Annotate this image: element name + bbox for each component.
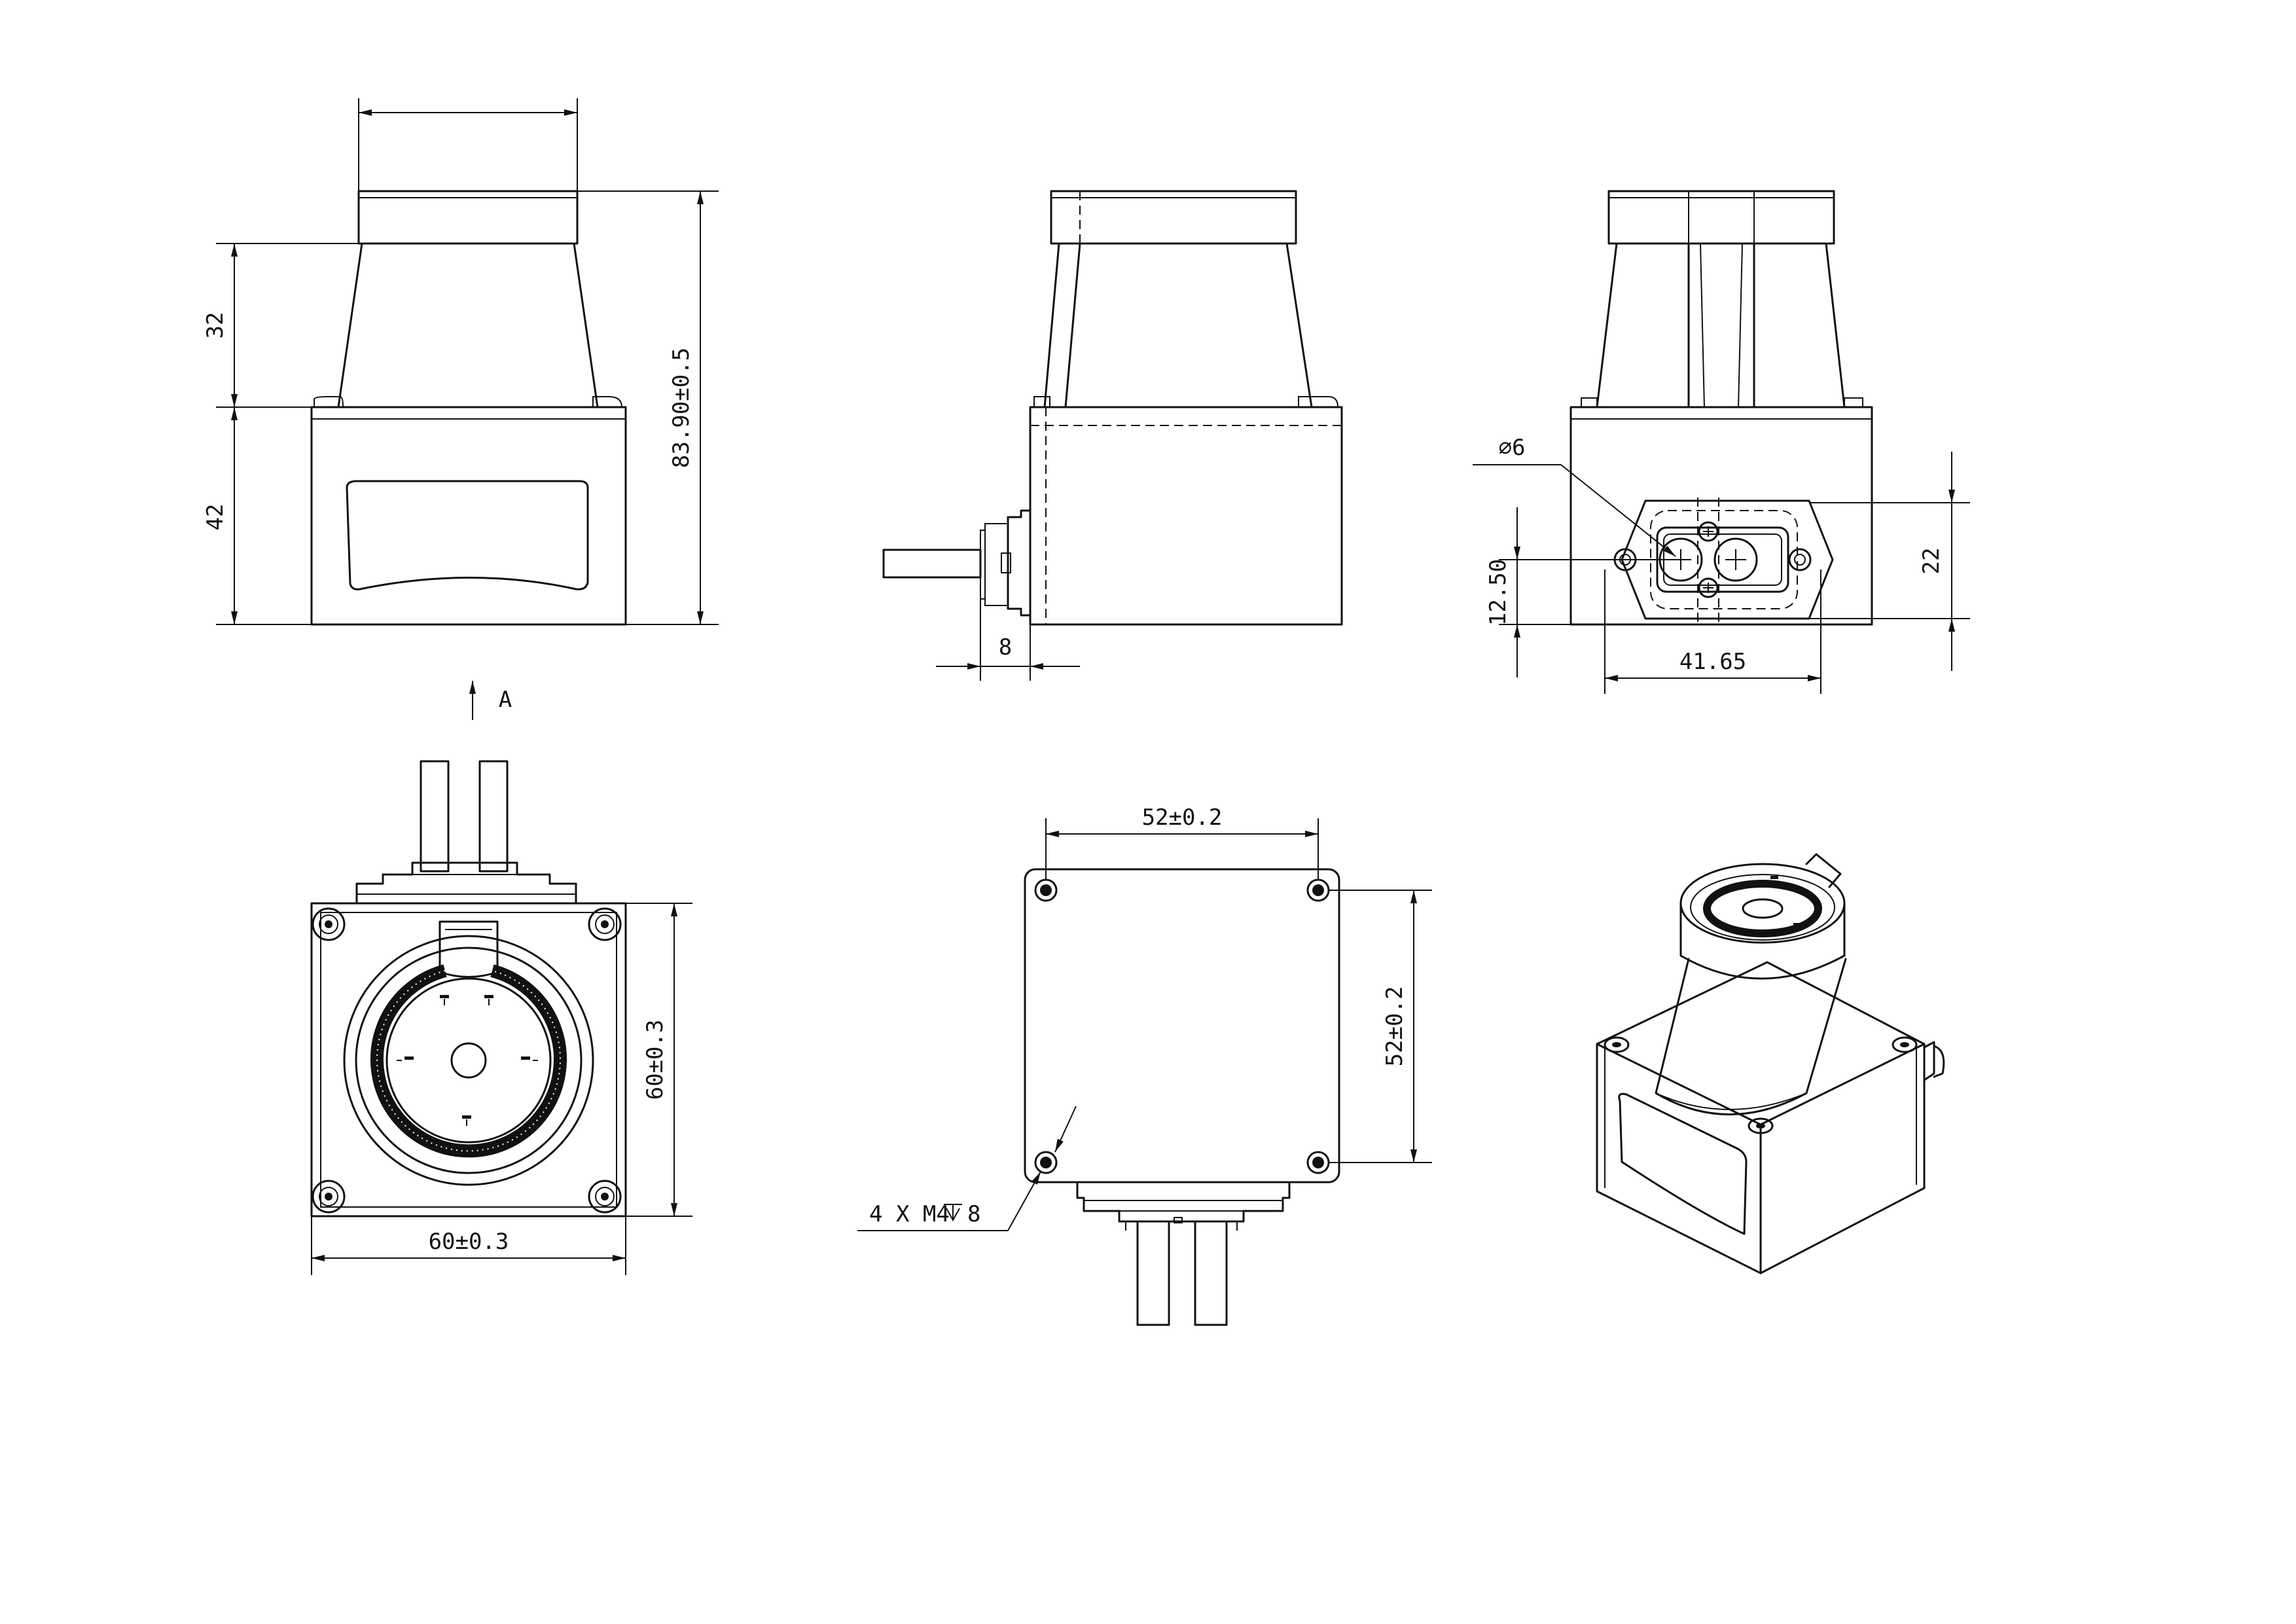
side-head-cap [1050, 190, 1297, 245]
side-view: 8 [882, 190, 1343, 681]
rear-connector-vertical-label: 12.50 [1485, 559, 1511, 626]
top-height-label: 60±0.3 [642, 1020, 668, 1100]
view-arrow-label: A [499, 687, 512, 713]
side-tapered-body [1043, 242, 1313, 408]
front-base-box [310, 406, 627, 626]
rear-head-cap [1607, 190, 1835, 245]
bottom-hole-spacing-y-label: 52±0.2 [1382, 986, 1408, 1067]
bottom-view: 52±0.2 52±0.2 4 X M4 8 [857, 804, 1432, 1326]
front-base-height-label: 42 [202, 504, 228, 531]
bottom-hole-spacing-x-label: 52±0.2 [1142, 804, 1223, 831]
top-scale-marks [397, 995, 538, 1126]
bottom-thread-leader [1007, 1171, 1041, 1231]
rear-base-box [1570, 406, 1873, 626]
iso-center-hole [1742, 898, 1784, 919]
top-view: 60±0.3 60±0.3 [310, 760, 692, 1275]
rear-screw-bottom [1698, 577, 1719, 598]
rear-flange-hole-right [1788, 548, 1812, 571]
side-base-box [1029, 406, 1343, 626]
front-head-cap [357, 190, 579, 245]
front-head-height-label: 32 [202, 312, 228, 339]
iso-corner-screws [1604, 1036, 1918, 1134]
top-scale-ring [370, 964, 567, 1158]
top-cable-right [478, 760, 509, 873]
front-window [346, 480, 589, 590]
side-connector-offset-label: 8 [999, 634, 1012, 660]
rear-hole-diameter-leader [1560, 464, 1676, 557]
front-tapered-body [337, 242, 599, 408]
iso-head-top [1679, 863, 1846, 944]
bottom-mounting-holes [1034, 878, 1330, 1174]
rear-view: ⌀6 12.50 22 41.65 [1473, 190, 1970, 694]
top-corner-screws [312, 907, 622, 1214]
rear-pin-right [1713, 537, 1758, 582]
top-width-label: 60±0.3 [429, 1229, 509, 1255]
iso-box-top-face [1596, 961, 1926, 1045]
front-total-height-label: 83.90±0.5 [668, 348, 694, 468]
front-view: 32 42 83.90±0.5 [202, 98, 719, 626]
bottom-base-outline [1024, 868, 1340, 1183]
top-center-hole [450, 1042, 487, 1079]
side-connector-gland [1007, 509, 1031, 617]
bottom-cable-left [1136, 1220, 1170, 1326]
top-base-outline [310, 902, 627, 1218]
rear-connector-width-label: 41.65 [1679, 649, 1746, 675]
rear-connector-height-label: 22 [1918, 548, 1945, 575]
iso-cone [1655, 958, 1847, 1115]
top-outer-ring [343, 935, 594, 1186]
rear-screw-top [1698, 521, 1719, 542]
rear-hole-diameter-label: ⌀6 [1499, 435, 1526, 461]
bottom-thread-depth: 8 [967, 1201, 980, 1227]
bottom-cable-right [1194, 1220, 1228, 1326]
isometric-view [1596, 853, 1945, 1274]
iso-box-right-face [1759, 1043, 1926, 1274]
rear-tapered-body [1596, 242, 1846, 408]
view-arrow-a: A [469, 681, 512, 720]
iso-head-cylinder [1679, 902, 1846, 980]
top-cable-left [420, 760, 450, 873]
iso-tab [1805, 853, 1842, 888]
depth-symbol-icon [944, 1204, 962, 1222]
iso-window [1618, 1092, 1748, 1235]
side-cable [882, 549, 982, 579]
top-connector-gland [355, 861, 577, 905]
bottom-thread-callout: 4 X M4 [869, 1201, 950, 1227]
bottom-connector-gland [1076, 1181, 1291, 1223]
